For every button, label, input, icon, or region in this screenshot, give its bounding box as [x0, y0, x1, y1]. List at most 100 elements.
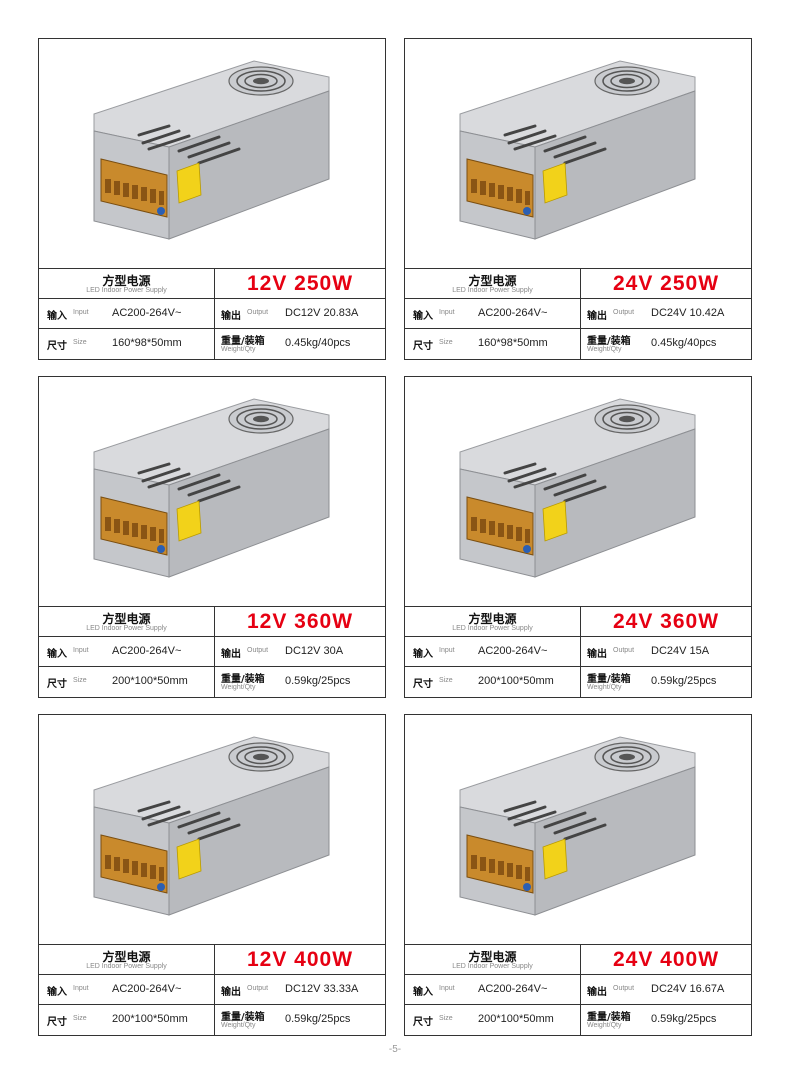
input-label: 输入 [413, 649, 433, 660]
output-label-en: Output [247, 647, 269, 654]
output-label: 输出 [221, 649, 241, 660]
output-label-en: Output [613, 309, 635, 316]
product-category-title: 方型电源 [102, 950, 151, 964]
weight-label: 重量/装箱 [221, 674, 265, 685]
product-category-subtitle: LED Indoor Power Supply [452, 963, 533, 970]
weight-label-en: Weight/Qty [587, 1022, 622, 1029]
fan-icon [594, 404, 660, 434]
fan-icon [228, 742, 294, 772]
spec-row-size-weight: 尺寸 Size 200*100*50mm 重量/装箱 Weight/Qty 0.… [405, 667, 751, 697]
product-category-subtitle: LED Indoor Power Supply [86, 287, 167, 294]
spec-title-row: 方型电源 LED Indoor Power Supply 24V 400W [405, 945, 751, 975]
size-label: 尺寸 [413, 1017, 433, 1028]
output-value: DC12V 20.83A [285, 307, 359, 319]
product-photo [405, 715, 751, 944]
weight-value: 0.59kg/25pcs [285, 675, 351, 687]
product-card: 方型电源 LED Indoor Power Supply 12V 400W 输入… [38, 714, 386, 1036]
spec-table: 方型电源 LED Indoor Power Supply 24V 250W 输入… [405, 268, 751, 359]
size-label-en: Size [73, 339, 87, 346]
size-value: 160*98*50mm [478, 337, 548, 349]
size-value: 200*100*50mm [478, 1013, 554, 1025]
product-category-subtitle: LED Indoor Power Supply [452, 625, 533, 632]
spec-row-size-weight: 尺寸 Size 200*100*50mm 重量/装箱 Weight/Qty 0.… [39, 667, 385, 697]
model-name: 24V 400W [612, 948, 720, 971]
output-value: DC24V 10.42A [651, 307, 725, 319]
input-label: 输入 [413, 311, 433, 322]
input-label-en: Input [439, 309, 455, 316]
input-label-en: Input [439, 647, 455, 654]
input-label: 输入 [47, 649, 67, 660]
spec-title-row: 方型电源 LED Indoor Power Supply 24V 250W [405, 269, 751, 299]
weight-value: 0.59kg/25pcs [651, 1013, 717, 1025]
input-value: AC200-264V~ [112, 307, 182, 319]
output-label: 输出 [221, 987, 241, 998]
product-card: 方型电源 LED Indoor Power Supply 12V 360W 输入… [38, 376, 386, 698]
input-label-en: Input [439, 985, 455, 992]
weight-value: 0.59kg/25pcs [285, 1013, 351, 1025]
input-value: AC200-264V~ [112, 983, 182, 995]
input-label: 输入 [413, 987, 433, 998]
spec-table: 方型电源 LED Indoor Power Supply 24V 360W 输入… [405, 606, 751, 697]
output-label: 输出 [587, 987, 607, 998]
size-label-en: Size [73, 677, 87, 684]
spec-row-size-weight: 尺寸 Size 160*98*50mm 重量/装箱 Weight/Qty 0.4… [39, 329, 385, 359]
product-category-subtitle: LED Indoor Power Supply [86, 625, 167, 632]
spec-row-size-weight: 尺寸 Size 200*100*50mm 重量/装箱 Weight/Qty 0.… [405, 1005, 751, 1035]
spec-title-row: 方型电源 LED Indoor Power Supply 12V 250W [39, 269, 385, 299]
weight-value: 0.45kg/40pcs [651, 337, 717, 349]
spec-row-input-output: 输入 Input AC200-264V~ 输出 Output DC24V 10.… [405, 299, 751, 329]
product-photo [405, 377, 751, 606]
product-photo [39, 377, 385, 606]
model-name: 24V 250W [612, 272, 720, 295]
input-label: 输入 [47, 311, 67, 322]
product-category-title: 方型电源 [468, 274, 517, 288]
weight-label-en: Weight/Qty [587, 346, 622, 353]
spec-row-input-output: 输入 Input AC200-264V~ 输出 Output DC12V 20.… [39, 299, 385, 329]
size-label-en: Size [73, 1015, 87, 1022]
weight-value: 0.59kg/25pcs [651, 675, 717, 687]
product-card: 方型电源 LED Indoor Power Supply 24V 250W 输入… [404, 38, 752, 360]
output-value: DC12V 30A [285, 645, 344, 657]
output-label: 输出 [587, 311, 607, 322]
size-label: 尺寸 [413, 679, 433, 690]
size-label: 尺寸 [47, 1017, 67, 1028]
size-label: 尺寸 [47, 341, 67, 352]
product-photo [39, 39, 385, 268]
input-label: 输入 [47, 987, 67, 998]
product-category-title: 方型电源 [102, 612, 151, 626]
product-card: 方型电源 LED Indoor Power Supply 24V 400W 输入… [404, 714, 752, 1036]
spec-row-input-output: 输入 Input AC200-264V~ 输出 Output DC24V 16.… [405, 975, 751, 1005]
fan-icon [228, 66, 294, 96]
spec-title-row: 方型电源 LED Indoor Power Supply 24V 360W [405, 607, 751, 637]
input-label-en: Input [73, 309, 89, 316]
spec-table: 方型电源 LED Indoor Power Supply 12V 250W 输入… [39, 268, 385, 359]
fan-icon [594, 66, 660, 96]
input-value: AC200-264V~ [478, 645, 548, 657]
page-number: -5- [388, 1044, 402, 1055]
output-value: DC12V 33.33A [285, 983, 359, 995]
product-category-title: 方型电源 [468, 612, 517, 626]
weight-value: 0.45kg/40pcs [285, 337, 351, 349]
weight-label: 重量/装箱 [221, 336, 265, 347]
weight-label: 重量/装箱 [587, 1012, 631, 1023]
size-value: 200*100*50mm [112, 675, 188, 687]
product-category-subtitle: LED Indoor Power Supply [86, 963, 167, 970]
weight-label-en: Weight/Qty [221, 346, 256, 353]
product-photo [39, 715, 385, 944]
input-value: AC200-264V~ [478, 307, 548, 319]
spec-title-row: 方型电源 LED Indoor Power Supply 12V 400W [39, 945, 385, 975]
model-name: 12V 360W [246, 610, 354, 633]
model-name: 24V 360W [612, 610, 720, 633]
model-name: 12V 400W [246, 948, 354, 971]
output-label-en: Output [613, 985, 635, 992]
spec-row-input-output: 输入 Input AC200-264V~ 输出 Output DC12V 30A [39, 637, 385, 667]
spec-row-input-output: 输入 Input AC200-264V~ 输出 Output DC12V 33.… [39, 975, 385, 1005]
output-label: 输出 [221, 311, 241, 322]
input-label-en: Input [73, 647, 89, 654]
output-label-en: Output [247, 309, 269, 316]
input-label-en: Input [73, 985, 89, 992]
size-label-en: Size [439, 339, 453, 346]
input-value: AC200-264V~ [478, 983, 548, 995]
input-value: AC200-264V~ [112, 645, 182, 657]
spec-table: 方型电源 LED Indoor Power Supply 12V 400W 输入… [39, 944, 385, 1035]
